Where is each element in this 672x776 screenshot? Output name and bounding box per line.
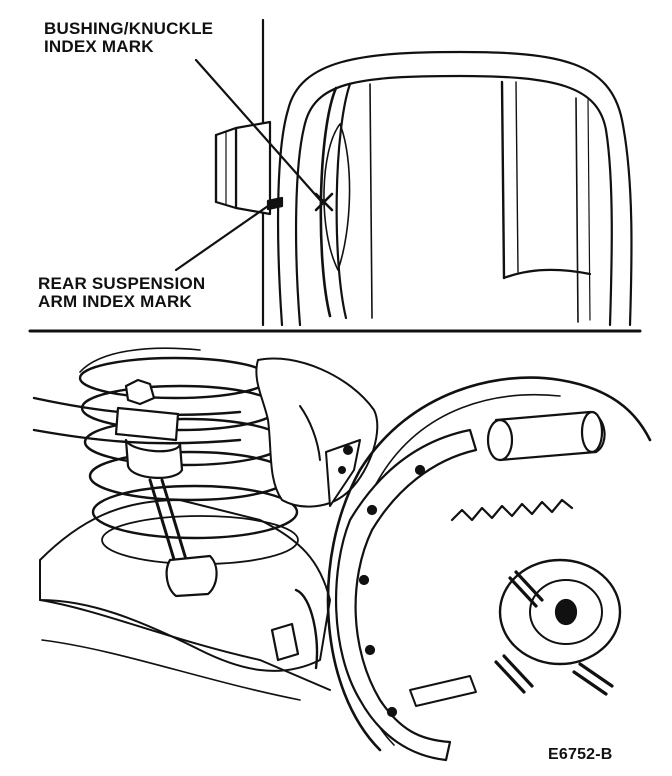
knuckle-index-mark [314, 192, 334, 212]
wheel-stud-1 [508, 570, 544, 608]
arm-bushing-bolt [270, 588, 319, 670]
bushing-label-line2: INDEX MARK [44, 37, 154, 56]
wheel-cylinder [486, 410, 606, 462]
bushing-leader-line [194, 58, 322, 202]
knuckle-outer-loop [276, 50, 633, 327]
bushing-face [323, 123, 351, 271]
bushing-outer [319, 86, 338, 318]
wheel-stud-3 [572, 662, 614, 696]
hand-with-tool [255, 357, 379, 508]
brake-shoe [334, 428, 478, 762]
top-detail-panel [174, 18, 633, 327]
knuckle-inner-loop [294, 74, 613, 327]
adjuster-spring [450, 498, 574, 522]
bottom-assembly-panel [32, 347, 652, 762]
bolt-head [214, 120, 272, 216]
bushing-label-line1: BUSHING/KNUCKLE [44, 19, 214, 38]
brake-backing-plate [326, 376, 652, 752]
stabilizer-link [114, 378, 218, 598]
rear-suspension-arm-index-mark-label: REAR SUSPENSION ARM INDEX MARK [38, 275, 205, 311]
figure-code-label: E6752-B [548, 746, 613, 763]
rear-arm-label-line1: REAR SUSPENSION [38, 274, 206, 293]
rear-arm-label-line2: ARM INDEX MARK [38, 292, 192, 311]
arm-index-mark [266, 196, 284, 211]
parking-brake-strut [409, 675, 477, 707]
arm-leader-line [174, 204, 270, 272]
wheel-hub [494, 558, 622, 696]
wheel-stud-2 [494, 654, 534, 694]
bushing-knuckle-index-mark-label: BUSHING/KNUCKLE INDEX MARK [44, 20, 213, 56]
